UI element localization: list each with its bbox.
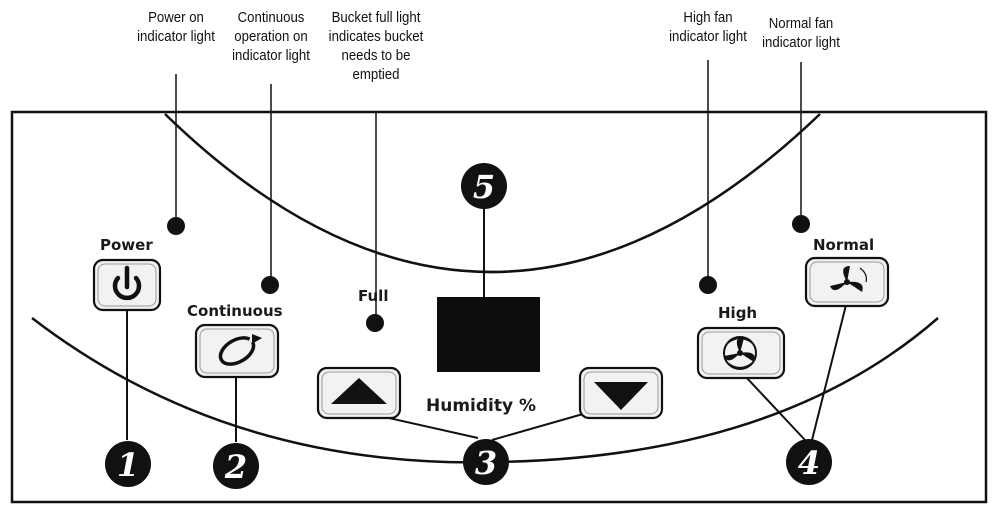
panel-frame	[10, 110, 988, 504]
leader-3b	[491, 411, 591, 441]
number-badge-5: 5	[461, 163, 507, 209]
humidity-display	[437, 297, 540, 372]
up-triangle-icon	[331, 378, 387, 404]
leader-4a	[744, 375, 806, 441]
humidity-down-button[interactable]	[578, 366, 664, 420]
callout-normal: Normal fan indicator light	[762, 15, 840, 51]
high-indicator-light	[699, 276, 717, 294]
high-label: High	[718, 304, 758, 322]
down-triangle-icon	[594, 382, 648, 410]
svg-text:1: 1	[117, 446, 139, 484]
power-indicator-light	[167, 217, 185, 235]
full-label: Full	[358, 287, 389, 305]
svg-text:4: 4	[798, 444, 820, 482]
fan-high-icon	[723, 336, 757, 370]
number-badge-2: 2	[213, 443, 259, 489]
power-label: Power	[100, 236, 153, 254]
callout-bucket: Bucket full light indicates bucket needs…	[328, 9, 424, 83]
number-badge-4: 4	[786, 439, 832, 485]
normal-label: Normal	[813, 236, 875, 254]
svg-text:5: 5	[473, 168, 495, 206]
circular-arrow-icon	[218, 334, 262, 366]
continuous-indicator-light	[261, 276, 279, 294]
number-badge-3: 3	[463, 439, 509, 485]
power-icon	[112, 265, 142, 301]
normal-indicator-light	[792, 215, 810, 233]
number-badge-1: 1	[105, 441, 151, 487]
upper-arc	[164, 113, 821, 274]
continuous-button[interactable]	[194, 323, 280, 379]
normal-fan-button[interactable]	[804, 256, 890, 308]
full-indicator-light	[366, 314, 384, 332]
callout-power: Power on indicator light	[137, 9, 215, 45]
humidity-label: Humidity %	[426, 396, 537, 416]
high-fan-button[interactable]	[696, 326, 786, 380]
callout-high: High fan indicator light	[669, 9, 747, 45]
svg-text:3: 3	[475, 444, 497, 482]
callout-continuous: Continuous operation on indicator light	[232, 9, 310, 64]
svg-text:2: 2	[224, 448, 247, 486]
fan-normal-icon	[830, 266, 867, 292]
humidity-up-button[interactable]	[316, 366, 402, 420]
leader-4b	[811, 304, 847, 441]
power-button[interactable]	[92, 258, 162, 312]
continuous-label: Continuous	[187, 302, 283, 320]
